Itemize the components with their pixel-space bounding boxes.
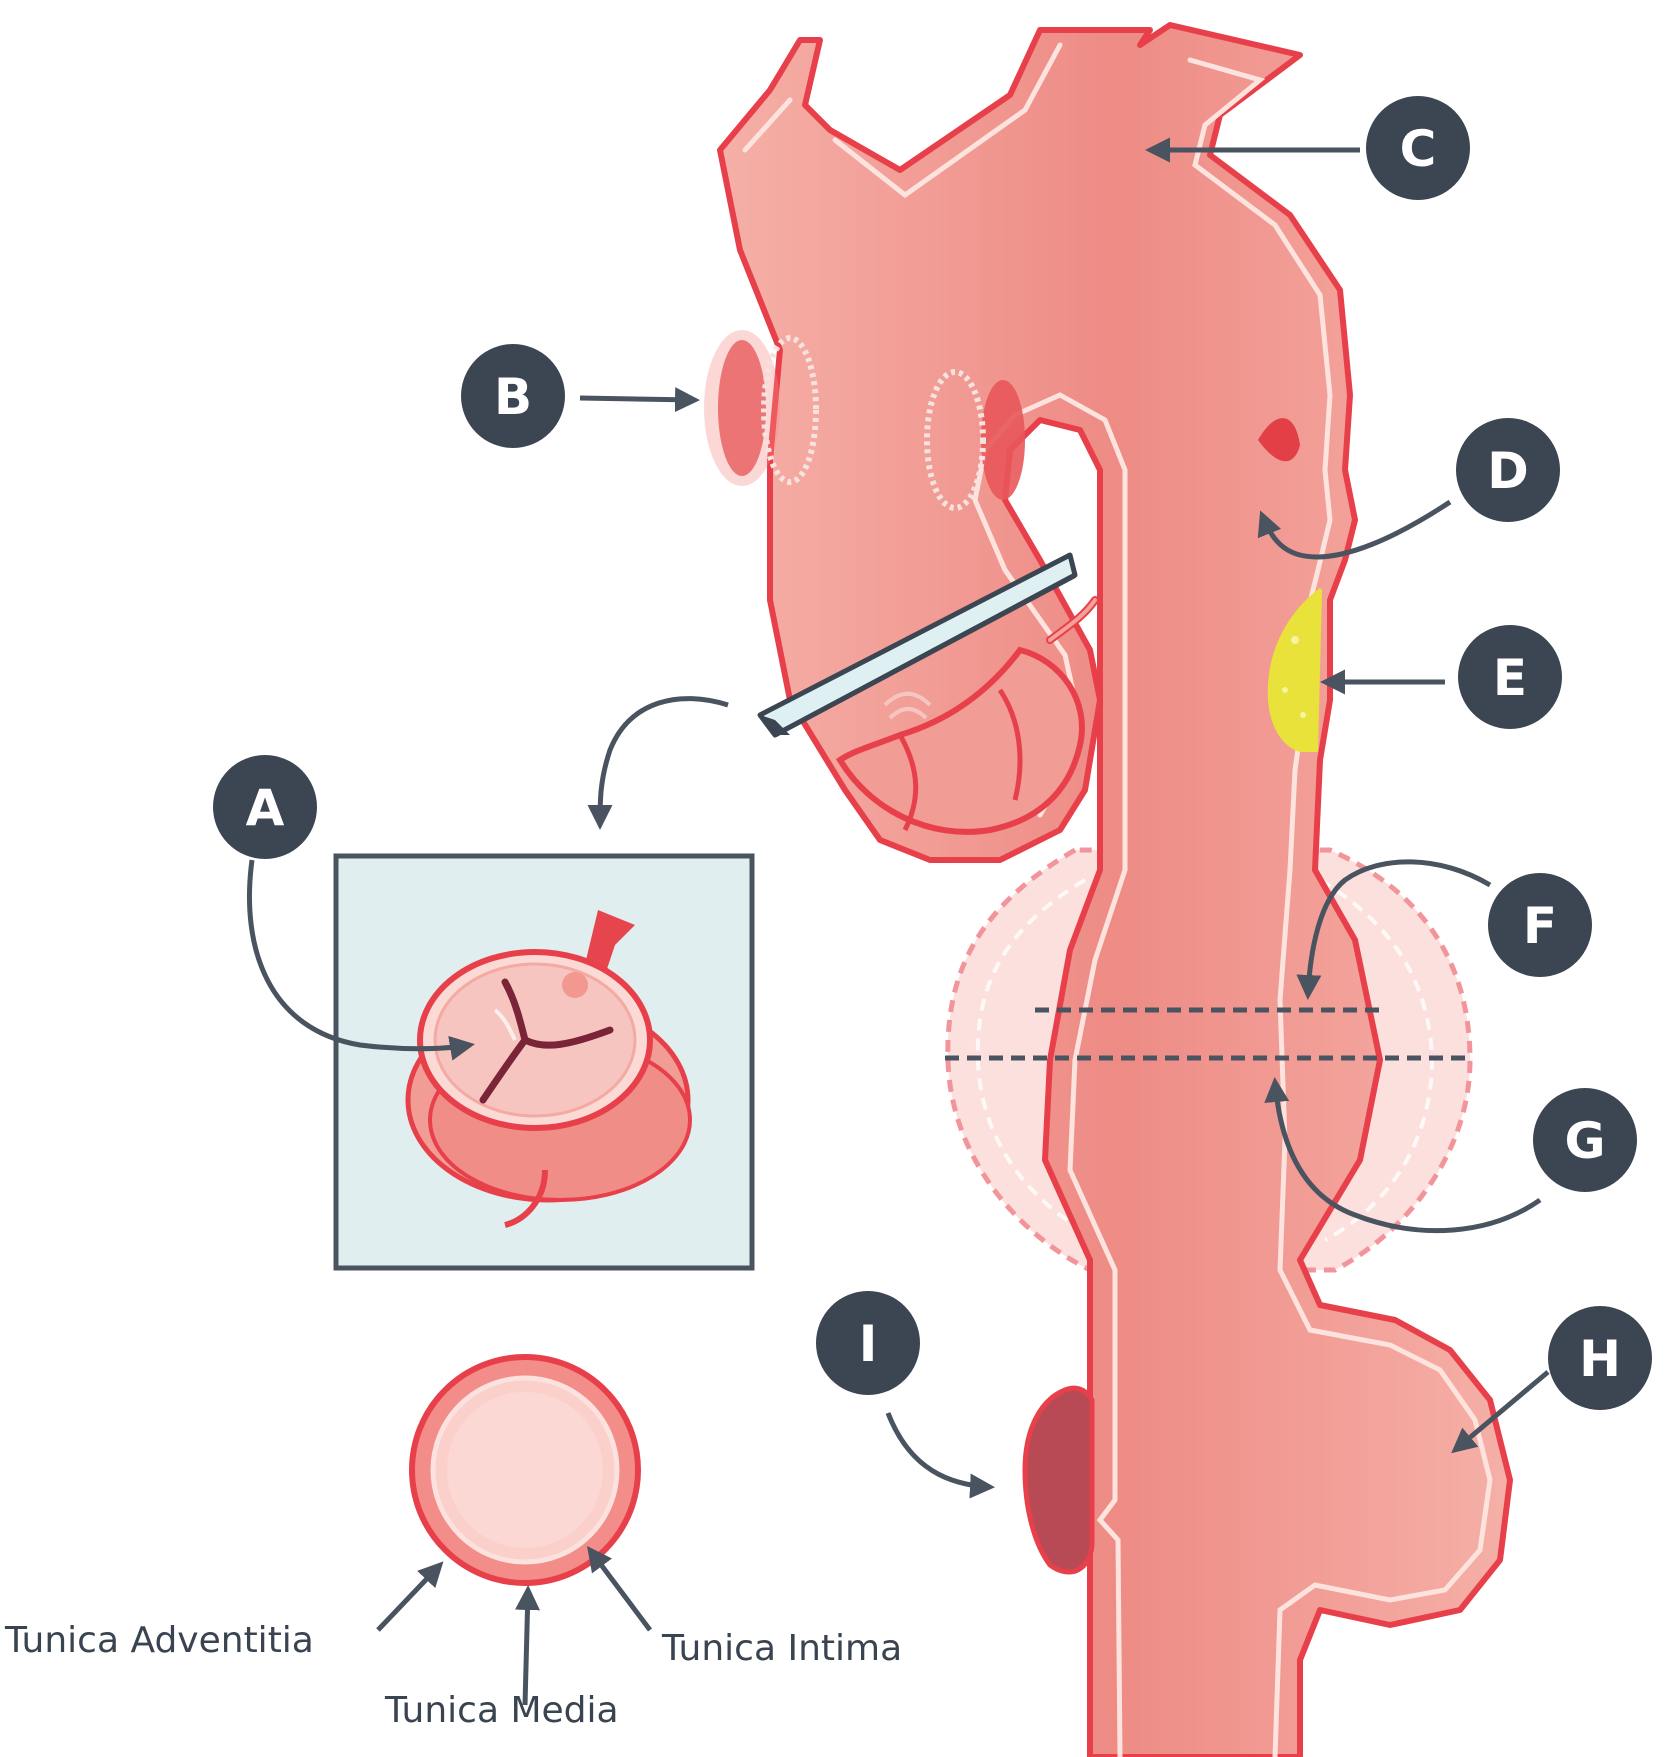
arrow-a (247, 859, 475, 1061)
arrow-adventitia (376, 1561, 444, 1632)
inflammation-patches (704, 330, 1025, 511)
marker-i: I (816, 1291, 920, 1395)
arrow-media (514, 1585, 540, 1706)
arrow-i (885, 1412, 995, 1499)
label-tunica-intima: Tunica Intima (661, 1628, 902, 1669)
arrow-g (1264, 1077, 1542, 1234)
aorta (717, 22, 1513, 1757)
marker-f-label: F (1523, 897, 1557, 955)
arrow-d (1257, 499, 1452, 560)
marker-g: G (1533, 1088, 1637, 1192)
marker-b-label: B (494, 368, 532, 426)
vessel-cross-section (409, 1354, 641, 1586)
marker-d-label: D (1487, 442, 1529, 500)
atherosclerotic-plaque (1267, 588, 1322, 752)
label-tunica-adventitia: Tunica Adventitia (4, 1620, 314, 1661)
marker-g-label: G (1564, 1112, 1605, 1170)
arrow-b (579, 387, 700, 413)
marker-i-label: I (859, 1315, 878, 1373)
marker-c: C (1366, 96, 1470, 200)
marker-b: B (461, 344, 565, 448)
marker-h-label: H (1579, 1330, 1621, 1388)
marker-e-label: E (1493, 649, 1527, 707)
cutting-plane (757, 552, 1078, 738)
marker-a-label: A (246, 779, 285, 837)
arrow-h (1451, 1370, 1550, 1454)
marker-c-label: C (1400, 120, 1437, 178)
inset-valve-view (333, 853, 755, 1271)
rupture-mass (1022, 1385, 1095, 1575)
arrow-plane-to-inset (587, 696, 729, 830)
arrow-f (1296, 859, 1492, 1000)
marker-e: E (1458, 625, 1562, 729)
plaque-speckles (1282, 636, 1306, 718)
arrow-intima (587, 1546, 652, 1632)
marker-a: A (213, 755, 317, 859)
pointer-arrows (247, 137, 1550, 1706)
marker-d: D (1456, 418, 1560, 522)
label-tunica-media: Tunica Media (384, 1690, 619, 1731)
dissection-flap (1258, 418, 1300, 462)
marker-f: F (1488, 873, 1592, 977)
marker-h: H (1548, 1306, 1652, 1410)
